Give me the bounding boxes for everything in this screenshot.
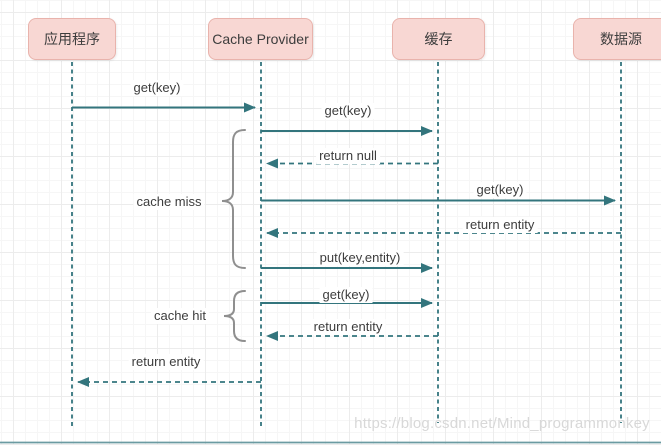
group-label-cache-hit: cache hit	[150, 308, 210, 324]
watermark-url: https://blog.csdn.net/Mind_programmonkey	[354, 415, 650, 432]
message-label-get-key-4: get(key)	[319, 287, 373, 303]
actor-datasource: 数据源	[573, 18, 661, 60]
brace-cache-hit	[223, 290, 246, 342]
message-label-return-entity-2: return entity	[310, 319, 386, 335]
message-label-get-key-1: get(key)	[130, 80, 184, 96]
message-label-return-entity-1: return entity	[462, 217, 538, 233]
message-label-return-entity-3: return entity	[128, 354, 204, 370]
actor-cache-provider: Cache Provider	[208, 18, 313, 60]
message-label-return-null: return null	[316, 148, 380, 164]
brace-cache-miss	[221, 129, 246, 269]
actor-cache: 缓存	[392, 18, 485, 60]
actor-app: 应用程序	[28, 18, 116, 60]
group-label-cache-miss: cache miss	[133, 194, 205, 210]
message-label-get-key-3: get(key)	[473, 182, 527, 198]
message-label-put-key-entity: put(key,entity)	[316, 250, 404, 266]
message-label-get-key-2: get(key)	[321, 103, 375, 119]
